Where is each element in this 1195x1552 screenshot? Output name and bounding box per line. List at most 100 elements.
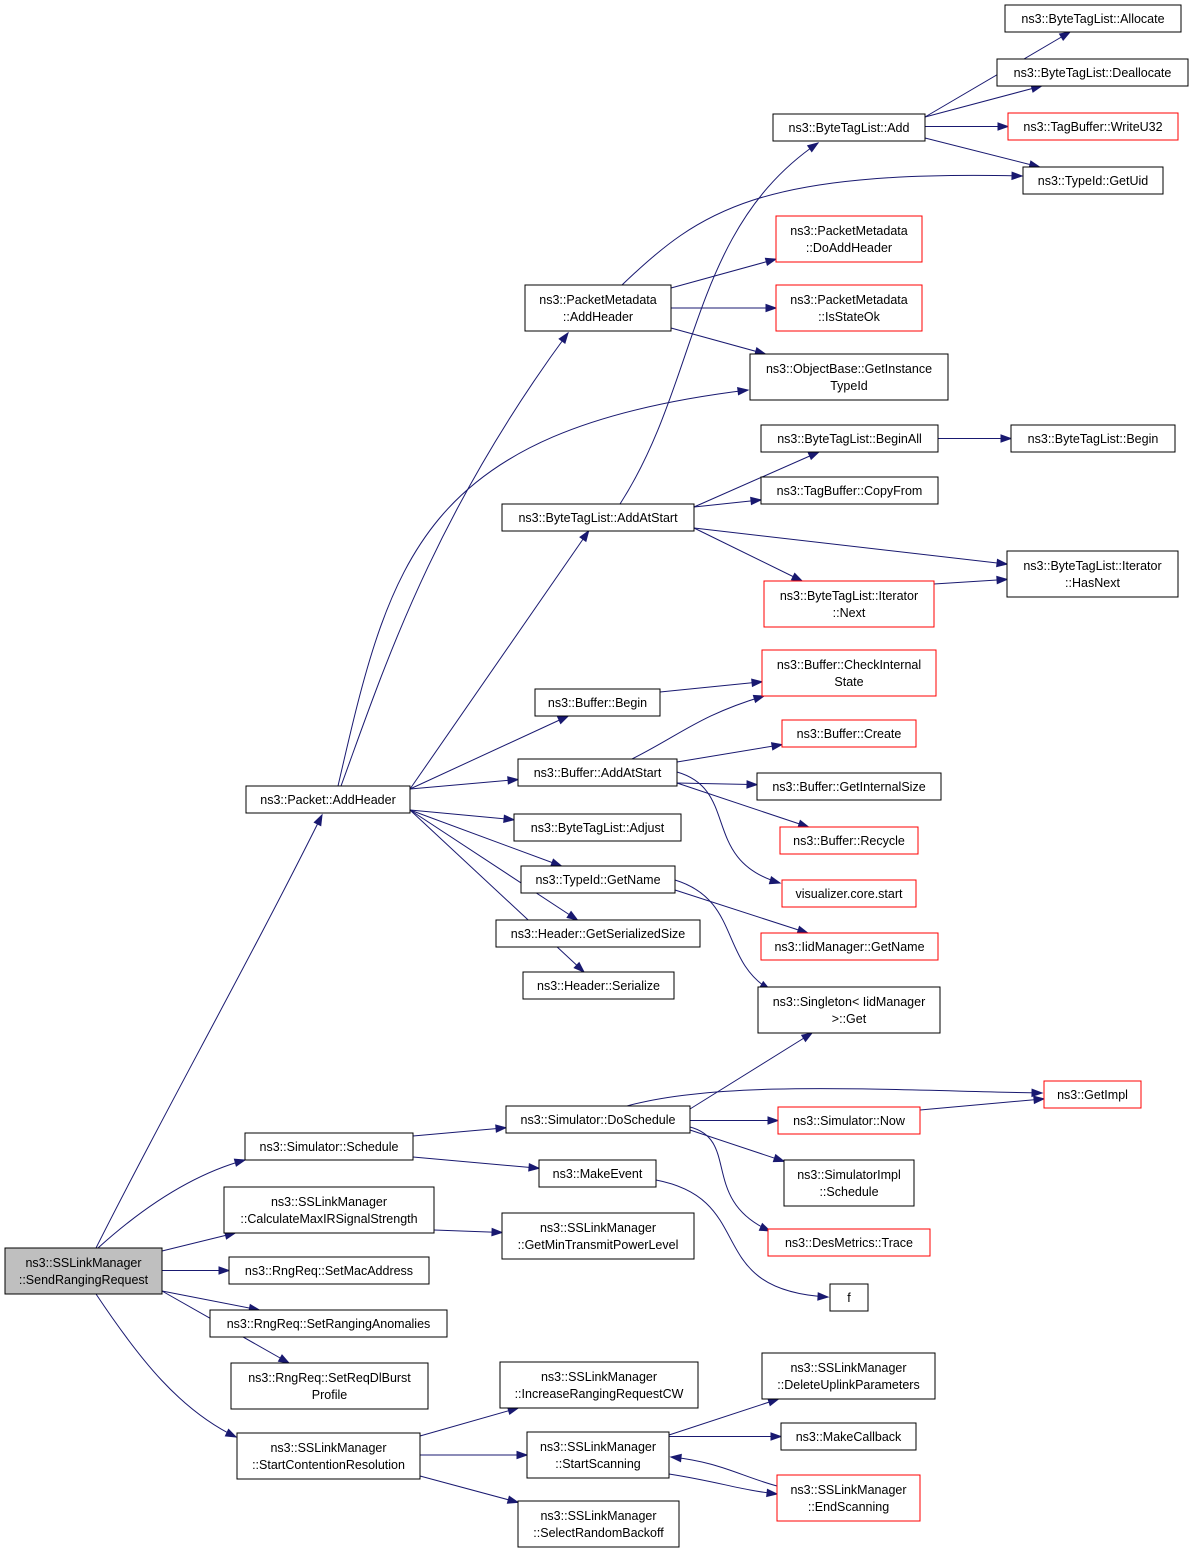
edge-arrowhead [491,1227,504,1237]
node-label: ::Next [833,606,866,620]
node-select-backoff[interactable]: ns3::SSLinkManager::SelectRandomBackoff [517,1500,680,1548]
node-box [775,215,923,263]
node-btl-adjust[interactable]: ns3::ByteTagList::Adjust [513,813,682,842]
node-get-impl[interactable]: ns3::GetImpl [1043,1080,1142,1109]
node-btl-iter-hasnext[interactable]: ns3::ByteTagList::Iterator::HasNext [1006,550,1179,598]
node-label: ns3::Buffer::AddAtStart [534,766,662,780]
node-label: visualizer.core.start [796,887,904,901]
node-buf-begin[interactable]: ns3::Buffer::Begin [534,688,661,717]
node-start-scanning[interactable]: ns3::SSLinkManager::StartScanning [526,1431,670,1479]
node-label: ns3::SSLinkManager [790,1483,906,1497]
edge-arrowhead [566,910,579,921]
edge-start_scanning-to-end_scanning [668,1473,779,1498]
node-label: ns3::ByteTagList::Allocate [1021,12,1164,26]
node-buf-create[interactable]: ns3::Buffer::Create [781,719,917,748]
node-hdr-serialize[interactable]: ns3::Header::Serialize [522,971,675,1000]
node-pkt-addheader[interactable]: ns3::Packet::AddHeader [245,785,411,814]
node-label: ns3::PacketMetadata [790,293,907,307]
node-set-mac[interactable]: ns3::RngReq::SetMacAddress [228,1256,430,1285]
edge-line [161,1232,236,1252]
node-simimpl-schedule[interactable]: ns3::SimulatorImpl::Schedule [783,1159,915,1207]
edge-pkt_addheader-to-hdr_getsize [409,809,579,921]
node-sim-now[interactable]: ns3::Simulator::Now [777,1106,921,1135]
node-pm-doaddheader[interactable]: ns3::PacketMetadata::DoAddHeader [775,215,923,263]
node-btl-allocate[interactable]: ns3::ByteTagList::Allocate [1004,4,1182,33]
edge-arrowhead [766,1488,779,1498]
node-buf-addatstart[interactable]: ns3::Buffer::AddAtStart [517,758,678,787]
edge-btl_add-to-typeid_getuid [924,137,1042,169]
edge-start_contention-to-select_backoff [419,1475,520,1504]
node-sim-doschedule[interactable]: ns3::Simulator::DoSchedule [505,1105,691,1134]
node-btl-deallocate[interactable]: ns3::ByteTagList::Deallocate [996,58,1189,87]
node-label: ::DoAddHeader [806,241,892,255]
node-typeid-getname[interactable]: ns3::TypeId::GetName [520,865,676,894]
edge-pm_addheader-to-pm_doaddheader [670,257,778,289]
node-btl-beginall[interactable]: ns3::ByteTagList::BeginAll [760,424,939,453]
edge-sim_doschedule-to-singleton_get [689,1032,814,1110]
node-f[interactable]: f [829,1283,869,1312]
node-btl-iter-next[interactable]: ns3::ByteTagList::Iterator::Next [763,580,935,628]
node-box [4,1247,163,1295]
node-get-mintx[interactable]: ns3::SSLinkManager::GetMinTransmitPowerL… [501,1212,695,1260]
node-buf-getinternalsize[interactable]: ns3::Buffer::GetInternalSize [756,772,942,801]
node-label: ::HasNext [1065,576,1120,590]
node-make-event[interactable]: ns3::MakeEvent [538,1159,657,1188]
node-box [829,1283,869,1312]
edge-root-to-calc_maxir [161,1231,237,1252]
node-set-anom[interactable]: ns3::RngReq::SetRangingAnomalies [209,1309,448,1338]
edge-line [419,1407,519,1437]
edge-sim_schedule-to-sim_doschedule [412,1124,508,1137]
node-box [996,58,1189,87]
node-label: ns3::SSLinkManager [25,1256,141,1270]
node-label: ns3::Buffer::Begin [548,696,647,710]
edge-arrowhead [800,1032,814,1043]
node-iid-getname[interactable]: ns3::IidManager::GetName [760,932,939,961]
edge-line [412,1156,540,1169]
node-start-contention[interactable]: ns3::SSLinkManager::StartContentionResol… [236,1432,421,1480]
node-typeid-getuid[interactable]: ns3::TypeId::GetUid [1022,166,1164,195]
node-hdr-getsize[interactable]: ns3::Header::GetSerializedSize [495,919,701,948]
edge-line [409,809,515,821]
node-tb-copyfrom[interactable]: ns3::TagBuffer::CopyFrom [760,476,939,505]
node-box [526,1431,670,1479]
node-box [780,1422,917,1451]
node-make-callback[interactable]: ns3::MakeCallback [780,1422,917,1451]
node-pm-isstateok[interactable]: ns3::PacketMetadata::IsStateOk [775,284,923,332]
node-btl-addatstart[interactable]: ns3::ByteTagList::AddAtStart [501,503,695,532]
node-box [772,113,926,142]
node-box [1043,1080,1142,1109]
node-singleton-get[interactable]: ns3::Singleton< IidManager>::Get [757,986,941,1034]
node-pm-addheader[interactable]: ns3::PacketMetadata::AddHeader [524,284,672,332]
node-label: ns3::GetImpl [1057,1088,1128,1102]
node-tb-writeu32[interactable]: ns3::TagBuffer::WriteU32 [1007,112,1179,141]
edge-pm_addheader-to-ob_getinstance [670,327,767,356]
node-end-scanning[interactable]: ns3::SSLinkManager::EndScanning [776,1474,921,1522]
edge-btl_addatstart-to-tb_copyfrom [693,496,763,508]
node-root[interactable]: ns3::SSLinkManager::SendRangingRequest [4,1247,163,1295]
edge-line [409,715,569,790]
edge-line [433,1229,503,1233]
node-del-uplink[interactable]: ns3::SSLinkManager::DeleteUplinkParamete… [761,1352,936,1400]
node-box [538,1159,657,1188]
node-calc-maxir[interactable]: ns3::SSLinkManager::CalculateMaxIRSignal… [223,1186,435,1234]
edge-pkt_addheader-to-buf_addatstart [409,776,520,790]
edge-line [924,137,1040,168]
node-btl-add[interactable]: ns3::ByteTagList::Add [772,113,926,142]
node-label: ns3::SSLinkManager [271,1195,387,1209]
edge-arrowhead [772,1153,786,1163]
edge-arrowhead [1033,1095,1046,1105]
node-label: ::GetMinTransmitPowerLevel [518,1238,679,1252]
node-vis-start[interactable]: visualizer.core.start [781,879,917,908]
node-label: ::IsStateOk [818,310,881,324]
node-box [244,1132,414,1161]
edge-sim_doschedule-to-simimpl_schedule [689,1129,786,1163]
node-inc-ranging[interactable]: ns3::SSLinkManager::IncreaseRangingReque… [499,1361,699,1409]
node-btl-begin[interactable]: ns3::ByteTagList::Begin [1010,424,1176,453]
node-sim-schedule[interactable]: ns3::Simulator::Schedule [244,1132,414,1161]
node-buf-recycle[interactable]: ns3::Buffer::Recycle [779,826,919,855]
node-des-trace[interactable]: ns3::DesMetrics::Trace [767,1228,931,1257]
